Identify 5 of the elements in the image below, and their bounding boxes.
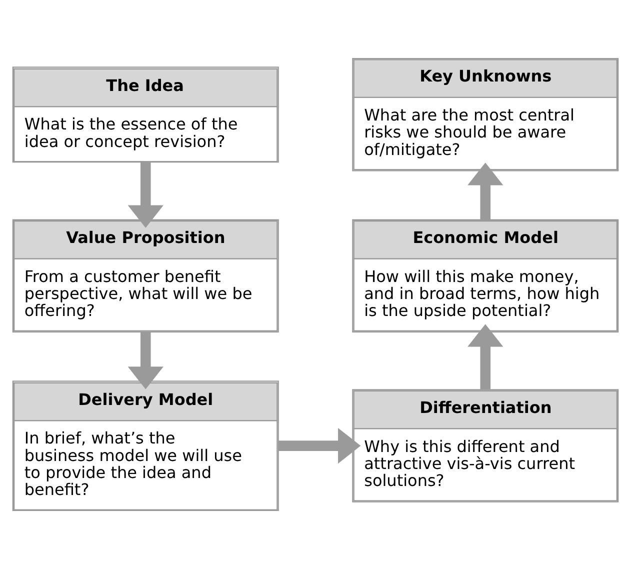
arrow	[128, 162, 164, 228]
arrow	[468, 324, 504, 389]
arrow	[468, 162, 504, 220]
arrow	[278, 427, 361, 464]
arrow	[128, 332, 164, 389]
